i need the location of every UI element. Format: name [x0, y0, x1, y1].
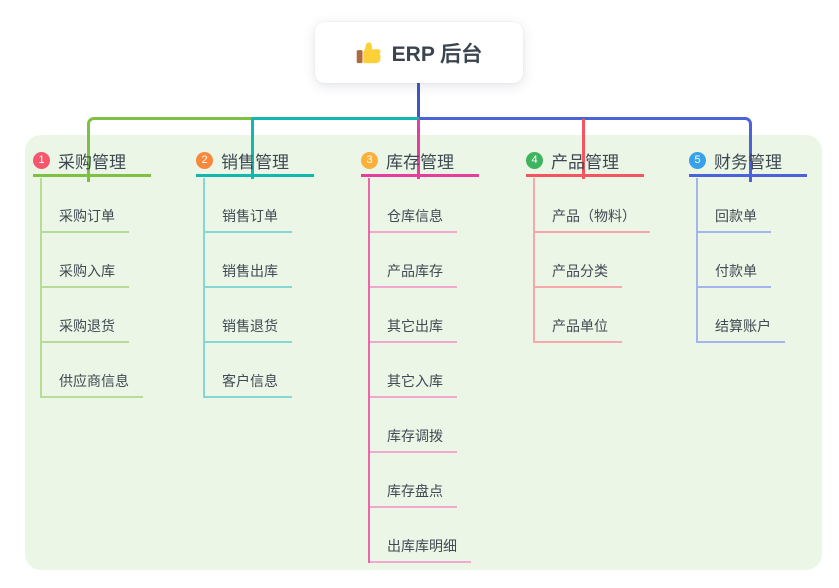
- leaf-node-label[interactable]: 销售退货: [205, 318, 292, 343]
- leaf-node: 付款单: [698, 233, 785, 288]
- leaf-node-label[interactable]: 产品单位: [535, 318, 622, 343]
- branch-title: 财务管理: [714, 153, 782, 172]
- leaf-node-label[interactable]: 库存调拨: [370, 428, 457, 453]
- leaf-node: 库存调拨: [370, 398, 471, 453]
- leaf-node-label[interactable]: 产品分类: [535, 263, 622, 288]
- branch-children-product: 产品（物料） 产品分类产品单位: [533, 178, 650, 343]
- leaf-node-label[interactable]: 销售订单: [205, 208, 292, 233]
- leaf-node-label[interactable]: 销售出库: [205, 263, 292, 288]
- branch-children-purchase: 采购订单采购入库采购退货供应商信息: [40, 178, 143, 398]
- leaf-node: 客户信息: [205, 343, 292, 398]
- leaf-node: 出库库明细: [370, 508, 471, 563]
- leaf-node: 其它入库: [370, 343, 471, 398]
- leaf-node: 其它出库: [370, 288, 471, 343]
- leaf-node-label[interactable]: 产品库存: [370, 263, 457, 288]
- leaf-node: 供应商信息: [42, 343, 143, 398]
- leaf-node: 库存盘点: [370, 453, 471, 508]
- connector-drop-sales: [251, 118, 254, 179]
- branch-title: 库存管理: [386, 153, 454, 172]
- branch-node-purchase[interactable]: 1 采购管理: [33, 147, 151, 177]
- branch-number-badge: 4: [526, 152, 543, 169]
- leaf-node-label[interactable]: 采购退货: [42, 318, 129, 343]
- branch-node-finance[interactable]: 5 财务管理: [689, 147, 807, 177]
- thumbs-up-icon: [356, 40, 382, 66]
- leaf-node: 销售退货: [205, 288, 292, 343]
- branches-background-panel: [25, 135, 822, 570]
- root-connector-line: [417, 82, 420, 119]
- leaf-node: 销售订单: [205, 178, 292, 233]
- leaf-node-label[interactable]: 出库库明细: [370, 538, 471, 563]
- leaf-node: 采购订单: [42, 178, 143, 233]
- branch-title: 产品管理: [551, 153, 619, 172]
- leaf-node-label[interactable]: 仓库信息: [370, 208, 457, 233]
- branch-children-finance: 回款单付款单结算账户: [696, 178, 785, 343]
- connector-bus-mid: [252, 117, 419, 120]
- leaf-node-label[interactable]: 付款单: [698, 263, 771, 288]
- leaf-node: 产品单位: [535, 288, 650, 343]
- branch-number-badge: 2: [196, 152, 213, 169]
- branch-node-sales[interactable]: 2 销售管理: [196, 147, 314, 177]
- leaf-node: 产品库存: [370, 233, 471, 288]
- connector-bus-left: [87, 117, 256, 182]
- branch-title: 销售管理: [221, 153, 289, 172]
- branch-children-inventory: 仓库信息产品库存其它出库其它入库库存调拨库存盘点出库库明细: [368, 178, 471, 563]
- branch-node-inventory[interactable]: 3 库存管理: [361, 147, 479, 177]
- leaf-node-label[interactable]: 采购入库: [42, 263, 129, 288]
- leaf-node: 仓库信息: [370, 178, 471, 233]
- leaf-node-label[interactable]: 采购订单: [42, 208, 129, 233]
- leaf-node-label[interactable]: 产品（物料）: [535, 208, 650, 233]
- leaf-node: 结算账户: [698, 288, 785, 343]
- branch-children-sales: 销售订单销售出库销售退货客户信息: [203, 178, 292, 398]
- branch-title: 采购管理: [58, 153, 126, 172]
- branch-number-badge: 1: [33, 152, 50, 169]
- branch-number-badge: 5: [689, 152, 706, 169]
- connector-bus-right: [419, 117, 752, 182]
- leaf-node: 回款单: [698, 178, 785, 233]
- leaf-node-label[interactable]: 结算账户: [698, 318, 785, 343]
- leaf-node: 采购退货: [42, 288, 143, 343]
- leaf-node-label[interactable]: 客户信息: [205, 373, 292, 398]
- connector-drop-product: [582, 119, 585, 179]
- branch-node-product[interactable]: 4 产品管理: [526, 147, 644, 177]
- leaf-node-label[interactable]: 其它入库: [370, 373, 457, 398]
- leaf-node: 采购入库: [42, 233, 143, 288]
- root-node-erp[interactable]: ERP 后台: [315, 22, 523, 83]
- root-node-title: ERP 后台: [391, 42, 483, 66]
- leaf-node: 销售出库: [205, 233, 292, 288]
- leaf-node: 产品分类: [535, 233, 650, 288]
- leaf-node-label[interactable]: 其它出库: [370, 318, 457, 343]
- leaf-node: 产品（物料）: [535, 178, 650, 233]
- leaf-node-label[interactable]: 回款单: [698, 208, 771, 233]
- leaf-node-label[interactable]: 库存盘点: [370, 483, 457, 508]
- connector-drop-inventory: [417, 119, 420, 179]
- branch-number-badge: 3: [361, 152, 378, 169]
- leaf-node-label[interactable]: 供应商信息: [42, 373, 143, 398]
